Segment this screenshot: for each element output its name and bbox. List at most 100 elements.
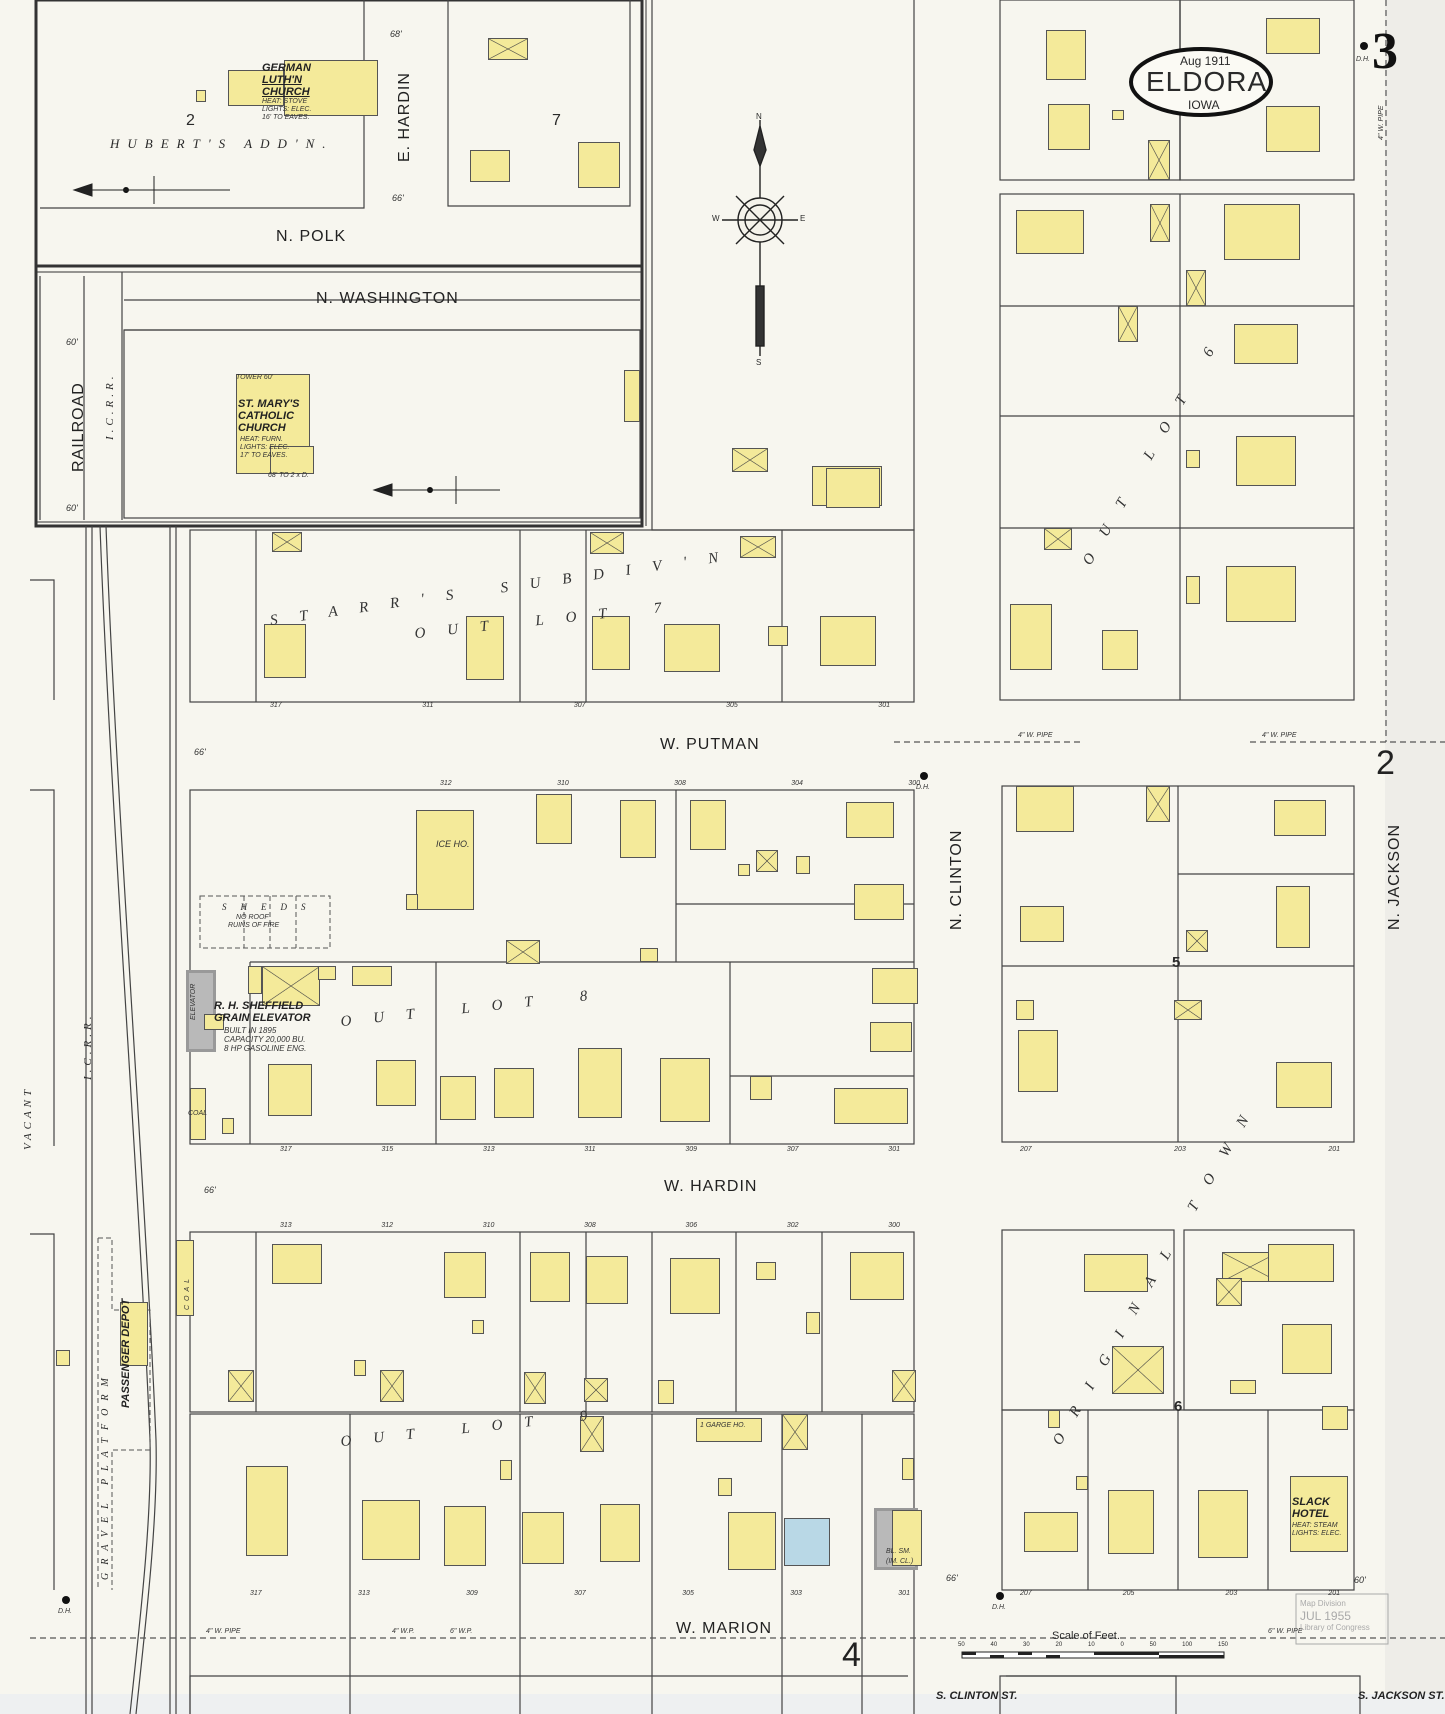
outbuilding-crossed [1044,528,1072,550]
address-number: 312 [381,1222,394,1229]
library-stamp: Map Division JUL 1955 Library of Congres… [1300,1599,1370,1632]
street-n-washington: N. WASHINGTON [316,290,459,307]
frame-building [872,968,918,1004]
dim-putman: 66' [194,747,206,757]
hydrant-label-marion: D.H. [992,1604,1006,1611]
sheds-note-fire: RUINS OF FIRE [228,922,280,929]
address-number: 300 [888,1222,900,1229]
frame-building [268,1064,312,1116]
frame-building [536,794,572,844]
frame-building [768,626,788,646]
frame-building [272,1244,322,1284]
iron-clad-building [186,970,216,1052]
frame-building [806,1312,820,1334]
sheds-label: SHEDS [222,902,320,912]
outbuilding-crossed [488,38,528,60]
address-number: 310 [482,1222,495,1229]
st-marys-church-label: ST. MARY'S CATHOLIC CHURCH [238,398,300,434]
cartouche-date: Aug 1911 [1180,54,1231,68]
frame-building [416,810,474,910]
dim-top-left: 68' [390,29,402,39]
frame-building [362,1500,420,1560]
street-n-polk: N. POLK [276,228,347,245]
street-railroad: RAILROAD [70,382,87,472]
address-number: 305 [726,702,738,709]
outbuilding-crossed [1112,1346,1164,1394]
frame-building [586,1256,628,1304]
frame-building [354,1360,366,1376]
frame-building [796,856,810,874]
address-number: 150 [1217,1642,1228,1648]
address-number: 312 [440,780,452,787]
address-number: 50 [958,1642,965,1648]
coal-shed-label: COAL [184,1274,191,1310]
frame-building [1274,800,1326,836]
frame-building [264,624,306,678]
address-number: 203 [1174,1146,1186,1153]
frame-building [826,468,880,508]
frame-building [1226,566,1296,622]
frame-building [870,1022,912,1052]
frame-building [1186,450,1200,468]
frame-building [854,884,904,920]
frame-building [56,1350,70,1366]
street-e-hardin: E. HARDIN [396,72,413,162]
address-number: 313 [482,1146,495,1153]
frame-building [440,1076,476,1120]
outbuilding-crossed [1186,270,1206,306]
water-pipe-putman-east: 4" W. PIPE [1262,732,1297,739]
passenger-depot-label: PASSENGER DEPOT [120,1298,132,1408]
frame-building [1230,1380,1256,1394]
street-s-clinton: S. CLINTON ST. [936,1690,1018,1702]
address-number: 50 [1149,1642,1157,1648]
dim-jackson: 60' [1354,1575,1366,1585]
outbuilding-crossed [1118,306,1138,342]
water-pipe-marion-east: 6" W. PIPE [1268,1628,1303,1635]
address-number: 100 [1182,1642,1193,1648]
street-n-jackson: N. JACKSON [1386,823,1403,930]
frame-building [820,616,876,666]
frame-building [1198,1490,1248,1558]
address-number: 313 [280,1222,292,1229]
compass-east: E [800,214,806,223]
st-marys-tower-note: TOWER 60' [236,374,273,381]
frame-building [1266,106,1320,152]
address-number: 308 [674,780,686,787]
street-w-hardin: W. HARDIN [664,1178,758,1195]
cartouche-city: ELDORA [1146,66,1268,97]
hydrant-label-clinton: D.H. [916,784,930,791]
frame-building [660,1058,710,1122]
label-block-7: 7 [552,112,561,129]
frame-building [1046,30,1086,80]
blacksmith-label: BL. SM. [886,1548,911,1555]
outbuilding-crossed [782,1414,808,1450]
frame-building [664,624,720,672]
cartouche-state: IOWA [1188,98,1220,112]
frame-building [620,800,656,858]
street-w-marion: W. MARION [676,1620,773,1637]
frame-building [522,1512,564,1564]
frame-building [284,60,378,116]
frame-building [850,1252,904,1300]
frame-building [1048,104,1090,150]
frame-building [1236,436,1296,486]
german-lutheran-church-label: GERMAN LUTH'N CHURCH [262,62,311,98]
frame-building [750,1076,772,1100]
frame-building [846,802,894,838]
address-number: 0 [1120,1642,1124,1648]
hydrant-label-top: D.H. [1356,56,1370,63]
outbuilding-crossed [1146,786,1170,822]
slack-hotel-label: SLACK HOTEL [1292,1496,1330,1520]
frame-building [1020,906,1064,942]
address-number: 309 [685,1146,698,1153]
water-pipe-marion-mid1: 4" W.P. [392,1628,415,1635]
address-number: 308 [584,1222,596,1229]
scale-bar [961,1651,1225,1659]
coal-shed-label-2: COAL [188,1110,208,1117]
outbuilding-crossed [580,1416,604,1452]
dim-railroad-top: 60' [66,337,78,347]
